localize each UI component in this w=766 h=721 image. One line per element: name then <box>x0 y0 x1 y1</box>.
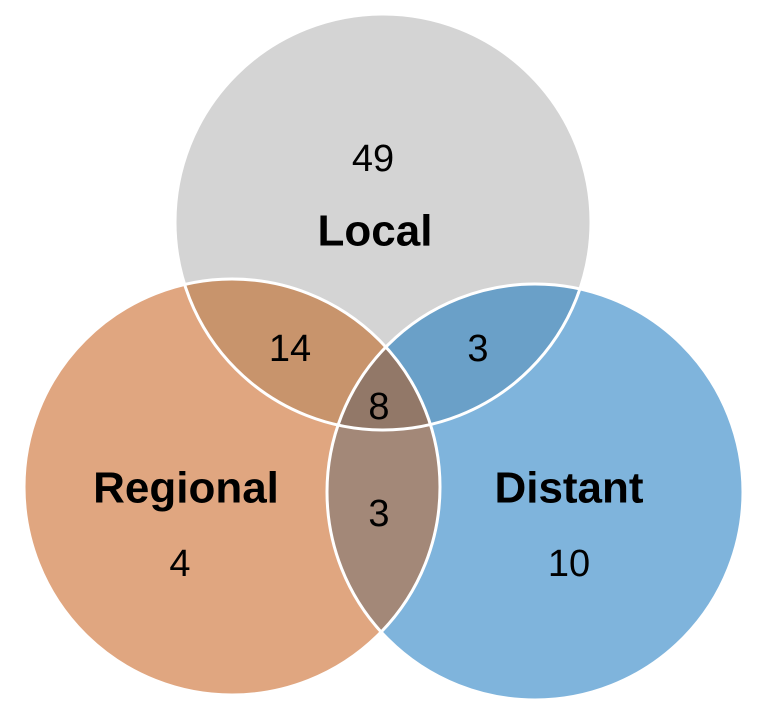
count-local-regional: 14 <box>269 328 311 370</box>
outline-distant <box>325 282 745 702</box>
label-regional: Regional <box>93 464 279 513</box>
overlap-local-regional <box>175 279 440 430</box>
count-all-three: 8 <box>368 386 389 428</box>
count-distant-only: 10 <box>548 543 590 585</box>
label-local: Local <box>318 207 433 256</box>
count-regional-only: 4 <box>169 543 190 585</box>
count-regional-distant: 3 <box>368 493 389 535</box>
outline-regional <box>22 277 442 697</box>
count-local-only: 49 <box>352 138 394 180</box>
outline-local <box>173 12 593 432</box>
label-distant: Distant <box>494 464 643 513</box>
overlap-local-distant <box>327 284 591 430</box>
count-local-distant: 3 <box>467 328 488 370</box>
